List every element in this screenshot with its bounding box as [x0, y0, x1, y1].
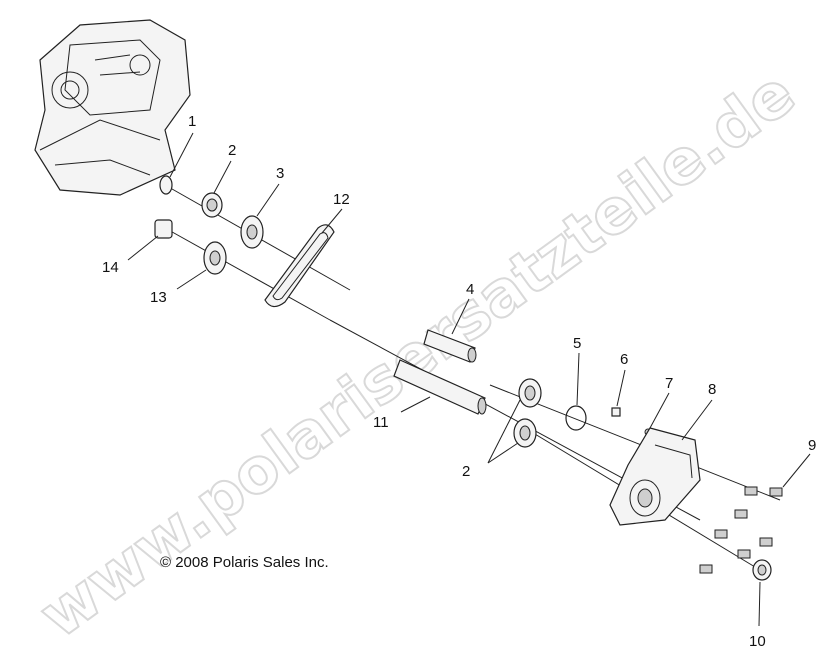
part-3-gear	[240, 215, 264, 249]
callout-6: 6	[620, 351, 628, 368]
part-9-bolts	[699, 486, 783, 574]
callout-13: 13	[150, 289, 167, 306]
callout-11: 11	[373, 414, 389, 431]
callout-2-bearings: 2	[462, 463, 470, 480]
part-11-main-shaft	[393, 359, 487, 415]
callout-labels: 1 2 3 12 14 13 4 11 2 5 6 7 8 9 10	[102, 113, 816, 650]
part-14-bushing	[154, 219, 173, 239]
part-8-cover	[609, 427, 701, 526]
callout-5: 5	[573, 335, 581, 352]
part-1-ring	[159, 175, 173, 195]
part-13-gear	[203, 241, 227, 275]
callout-9: 9	[808, 437, 816, 454]
callout-3: 3	[276, 165, 284, 182]
part-2-bearing-middle-lower	[513, 418, 537, 448]
callout-14: 14	[102, 259, 119, 276]
part-4-output-shaft	[423, 329, 477, 363]
callout-4: 4	[466, 281, 474, 298]
part-12-chain	[264, 224, 335, 308]
transmission-housing-illustration	[34, 19, 191, 196]
callout-12: 12	[333, 191, 350, 208]
part-2-bearing-upper	[201, 192, 223, 218]
part-6-dowel	[611, 407, 621, 417]
copyright-notice: © 2008 Polaris Sales Inc.	[160, 554, 329, 571]
part-2-bearing-middle-upper	[518, 378, 542, 408]
leader-lines	[127, 132, 811, 627]
part-10-seal	[752, 559, 772, 581]
callout-10: 10	[749, 633, 766, 650]
callout-1: 1	[188, 113, 196, 130]
part-5-o-ring	[565, 405, 587, 431]
callout-8: 8	[708, 381, 716, 398]
callout-2: 2	[228, 142, 236, 159]
callout-7: 7	[665, 375, 673, 392]
